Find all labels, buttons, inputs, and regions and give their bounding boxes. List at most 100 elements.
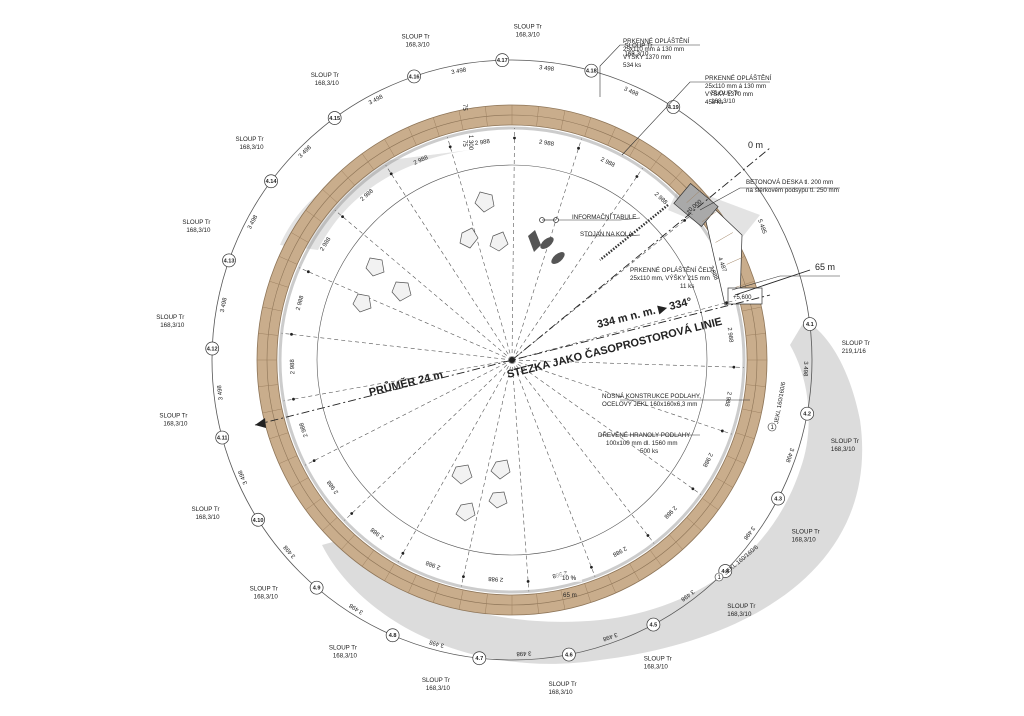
annotation-line: 500 ks	[640, 448, 658, 455]
inner-dim-tick	[292, 397, 295, 401]
radial-ray	[281, 332, 513, 361]
column-label: SLOUP Tr	[792, 528, 820, 535]
column-size: 168,3/10	[254, 593, 279, 600]
deck-offset: 75	[461, 104, 467, 111]
diameter-arrow	[255, 418, 266, 428]
inner-dim-tick	[448, 145, 452, 149]
radial-ray	[511, 359, 655, 544]
column-id: 4.11	[217, 436, 228, 442]
column-size: 168,3/10	[727, 611, 752, 618]
column-id: 4.5	[650, 623, 658, 629]
radial-ray	[397, 359, 513, 563]
deck-plank-line	[341, 534, 355, 550]
column-size: 168,3/10	[186, 227, 211, 234]
column-node	[495, 53, 510, 68]
column-size: 168,3/10	[405, 41, 430, 48]
radial-ray	[344, 359, 513, 521]
deck-plank-line	[341, 170, 355, 186]
outer-segment-dim: 3 498	[428, 638, 445, 648]
annotation-structure: NOSNÁ KONSTRUKCE PODLAHY, OCELOVÝ JEKL 1…	[602, 393, 701, 408]
deck-plank-line	[649, 549, 663, 567]
start-mark: 0 m	[748, 140, 763, 150]
deck-plank-line	[408, 126, 417, 146]
end-line	[734, 269, 811, 296]
column-label: SLOUP Tr	[644, 656, 672, 663]
deck-plank-line	[291, 477, 309, 488]
column-label: SLOUP Tr	[235, 136, 263, 143]
column-size: 168,3/10	[333, 652, 358, 659]
column-id: 4.14	[266, 179, 278, 185]
column-size: 168,3/10	[516, 31, 541, 38]
deck-plank-line	[305, 209, 323, 223]
terrace-value: +5,600	[733, 295, 752, 301]
deck-plank-line	[686, 517, 702, 531]
column-size: 168,3/10	[160, 322, 185, 329]
annotation-line: DŘEVĚNÉ HRANOLY PODLAHY	[598, 431, 690, 439]
column-size: 168,3/10	[163, 421, 188, 428]
inner-segment-dim: 2 988	[369, 526, 385, 540]
column-label: SLOUP Tr	[831, 438, 859, 445]
inner-segment-dim: 2 988	[296, 294, 306, 311]
boulder	[352, 293, 372, 313]
inner-segment-dim: 2 988	[707, 265, 719, 282]
deck-plank-line	[291, 232, 309, 243]
inner-dim-tick	[312, 459, 316, 463]
deck-plank-line	[361, 549, 375, 567]
inner-dim-tick	[646, 534, 650, 537]
column-label: SLOUP Tr	[191, 506, 219, 513]
deck-plank-line	[741, 408, 762, 414]
radial-ray	[299, 267, 513, 361]
boulder	[488, 491, 508, 509]
radial-ray	[283, 359, 513, 402]
annotation-line: PRKENNÉ OPLÁŠTĚNÍ	[623, 37, 690, 45]
outer-segment-dim: 3 498	[451, 67, 468, 76]
deck-plank-line	[458, 589, 464, 610]
column-size: 168,3/10	[239, 144, 264, 151]
column-id: 4.19	[668, 105, 679, 111]
jekl-id: 1	[771, 425, 775, 431]
column-size: 168,3/10	[195, 514, 220, 521]
deck-base	[278, 126, 746, 594]
inner-dimension-ring	[316, 164, 708, 556]
column-size: 168,3/10	[711, 98, 736, 105]
inner-dim-tick	[725, 301, 728, 305]
inner-segment-dim: 2 988	[475, 139, 491, 147]
annotation-line: VÝŠKY 1370 mm	[623, 54, 671, 61]
inner-dim-tick	[732, 365, 736, 369]
inner-segment-dim: 2 988	[653, 192, 669, 207]
column-id: 4.15	[329, 116, 340, 122]
radial-ray	[447, 137, 513, 361]
radial-ray	[511, 359, 744, 368]
annotation-bike-stand: STOJAN NA KOLA	[580, 231, 633, 238]
annotation-line: BETONOVÁ DESKA tl. 200 mm	[746, 179, 833, 186]
deck-plank-line	[258, 384, 279, 387]
deck-plank-line	[629, 139, 640, 157]
outer-segment-dim: 3 498	[516, 650, 532, 657]
radial-ray	[511, 138, 582, 361]
column-label: SLOUP Tr	[329, 644, 357, 651]
annotation-line: PRKENNÉ OPLÁŠTĚNÍ ČELA	[630, 266, 715, 274]
deck-width: 1 300	[467, 135, 473, 151]
column-label: SLOUP Tr	[311, 72, 339, 79]
jekl-id: 1	[718, 575, 722, 581]
outer-segment-dim: 3 498	[601, 631, 618, 642]
end-mark-inner: 65 m	[563, 592, 577, 599]
inner-segment-dim: 2 988	[611, 545, 628, 558]
radial-ray	[511, 359, 530, 592]
inner-segment-dim: 2 988	[299, 421, 310, 438]
deck-plank-line	[701, 497, 719, 511]
column-node	[562, 647, 576, 662]
column-node	[251, 512, 265, 527]
inner-dim-tick	[401, 551, 405, 555]
annotation-line: NOSNÁ KONSTRUKCE PODLAHY,	[602, 393, 701, 400]
inner-segment-dim: 2 988	[326, 478, 340, 494]
deck-plank-line	[607, 126, 616, 146]
radial-ray	[511, 359, 596, 577]
deck-plank-line	[584, 583, 592, 603]
column-label: SLOUP Tr	[159, 413, 187, 420]
column-id: 4.13	[224, 258, 235, 264]
slope-box	[556, 573, 582, 582]
column-node	[646, 617, 661, 632]
column-size: 168,3/10	[548, 689, 573, 696]
deck-plank-line	[701, 209, 719, 223]
